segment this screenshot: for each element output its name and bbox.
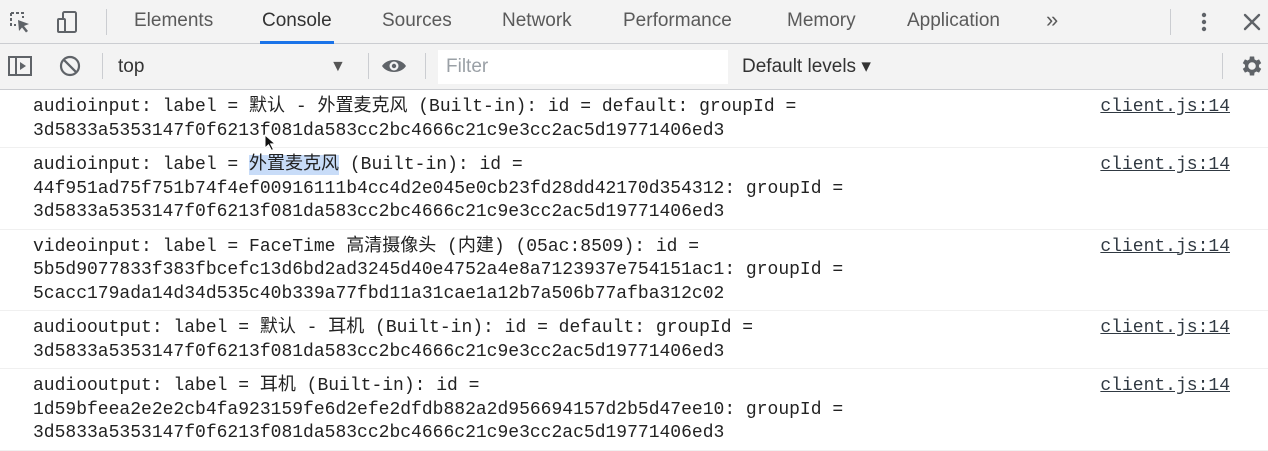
console-message: audiooutput: label = 默认 - 耳机 (Built-in):… [0,311,1268,369]
source-link[interactable]: client.js:14 [1100,376,1230,396]
tab-memory[interactable]: Memory [787,10,856,31]
source-link[interactable]: client.js:14 [1100,236,1230,257]
clear-console-icon[interactable] [56,52,84,80]
message-line: 3d5833a5353147f0f6213f081da583cc2bc4666c… [33,202,725,222]
tab-application[interactable]: Application [907,10,1000,31]
tab-network[interactable]: Network [502,10,572,31]
tab-console[interactable]: Console [260,0,334,44]
message-line: audiooutput: label = 默认 - 耳机 (Built-in):… [33,318,754,338]
execution-context-value: top [118,56,145,77]
message-line: 3d5833a5353147f0f6213f081da583cc2bc4666c… [33,120,725,141]
console-message: videoinput: label = FaceTime 高清摄像头 (内建) … [0,230,1268,311]
message-line: videoinput: label = FaceTime 高清摄像头 (内建) … [33,236,700,257]
selected-text: 外置麦克风 [249,155,340,175]
tab-sources[interactable]: Sources [382,10,452,31]
gear-icon[interactable] [1238,52,1266,80]
message-line: audiooutput: label = 耳机 (Built-in): id = [33,376,480,396]
toolbar-divider [368,53,369,79]
message-line: 5b5d9077833f383fbcefc13d6bd2ad3245d40e47… [33,260,844,280]
console-message: audioinput: label = 外置麦克风 (Built-in): id… [0,148,1268,230]
message-line: 3d5833a5353147f0f6213f081da583cc2bc4666c… [33,423,725,443]
tabbar-divider [106,9,107,35]
more-tabs-button[interactable]: » [1046,7,1059,32]
message-line: audioinput: label = 外置麦克风 (Built-in): id… [33,155,523,175]
console-toolbar: top ▼ Default levels ▾ [0,44,1268,90]
chevron-down-icon: ▼ [330,58,346,75]
source-link[interactable]: client.js:14 [1100,155,1230,175]
console-message: audioinput: label = 默认 - 外置麦克风 (Built-in… [0,90,1268,148]
device-toolbar-icon[interactable] [54,8,82,36]
message-line: 3d5833a5353147f0f6213f081da583cc2bc4666c… [33,341,725,362]
message-line: 44f951ad75f751b74f4ef00916111b4cc4d2e045… [33,178,844,199]
log-levels-dropdown[interactable]: Default levels ▾ [742,56,871,77]
filter-input[interactable] [438,50,728,84]
devtools-tabbar: Elements Console Sources Network Perform… [0,0,1268,44]
more-vertical-icon[interactable] [1190,8,1218,36]
message-line: 5cacc179ada14d34d535c40b339a77fbd11a31ca… [33,283,725,304]
console-messages: audioinput: label = 默认 - 外置麦克风 (Built-in… [0,90,1268,451]
toolbar-divider [425,53,426,79]
source-link[interactable]: client.js:14 [1100,318,1230,338]
message-line: audioinput: label = 默认 - 外置麦克风 (Built-in… [33,97,797,117]
close-icon[interactable] [1238,8,1266,36]
toolbar-divider [1222,53,1223,79]
tab-performance[interactable]: Performance [623,10,732,31]
inspect-element-icon[interactable] [6,8,34,36]
toolbar-divider [102,53,103,79]
console-sidebar-icon[interactable] [6,52,34,80]
tabbar-divider [1170,9,1171,35]
live-expression-icon[interactable] [380,52,408,80]
tab-elements[interactable]: Elements [134,10,214,31]
console-message: audiooutput: label = 耳机 (Built-in): id =… [0,369,1268,451]
message-line: 1d59bfeea2e2e2cb4fa923159fe6d2efe2dfdb88… [33,399,844,420]
mouse-cursor-icon [264,133,277,152]
source-link[interactable]: client.js:14 [1100,97,1230,117]
execution-context-select[interactable]: top ▼ [106,44,368,90]
